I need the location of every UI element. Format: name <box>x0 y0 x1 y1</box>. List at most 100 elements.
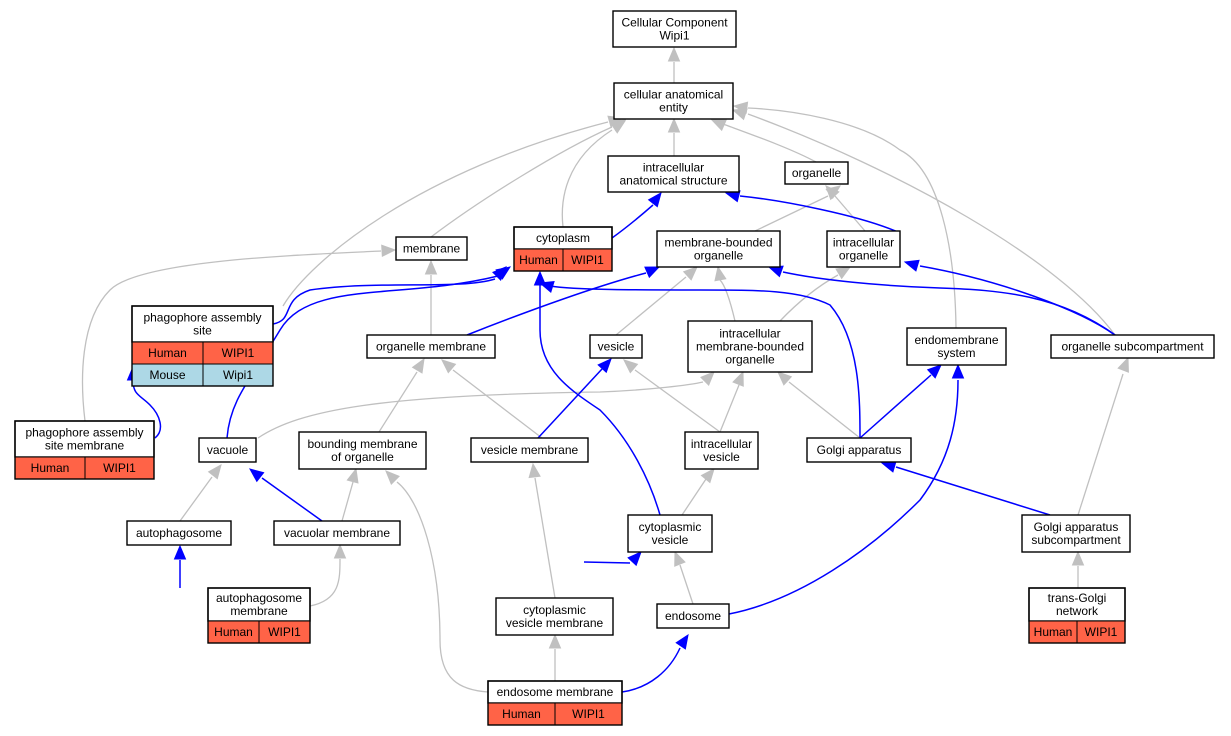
node-label: endomembrane <box>914 333 998 347</box>
arrowhead <box>385 470 400 485</box>
part-of-edge <box>538 280 861 439</box>
arrowhead <box>835 266 852 280</box>
is-a-edge <box>309 543 347 607</box>
species-label: Human <box>148 346 187 360</box>
edge-layer <box>81 46 1129 693</box>
go-term-node-vesmem[interactable]: vesicle membrane <box>470 437 589 463</box>
node-label: membrane-bounded <box>664 236 772 250</box>
node-label: endosome membrane <box>497 685 614 699</box>
is-a-edge <box>710 119 817 163</box>
is-a-edge <box>825 185 866 232</box>
arrowhead <box>597 358 612 374</box>
arrowhead <box>644 266 661 279</box>
arrowhead <box>667 117 681 133</box>
part-of-edge <box>537 358 612 439</box>
is-a-edge <box>548 633 562 681</box>
node-label: endosome <box>665 609 721 623</box>
node-label: vacuolar membrane <box>284 526 390 540</box>
is-a-edge <box>1077 356 1129 516</box>
go-term-node-endosome[interactable]: endosome <box>656 603 730 629</box>
is-a-edge <box>623 359 721 433</box>
node-label: membrane <box>403 242 461 256</box>
go-term-node-orgmem[interactable]: organelle membrane <box>366 334 496 359</box>
node-label: anatomical structure <box>619 174 727 188</box>
gene-label: Wipi1 <box>223 368 253 382</box>
species-label: Human <box>214 625 253 639</box>
arrowhead <box>700 371 715 386</box>
node-box <box>684 431 759 470</box>
go-term-node-organelle[interactable]: organelle <box>784 161 849 185</box>
arrowhead <box>528 462 541 479</box>
is-a-edge <box>754 185 842 232</box>
node-label: organelle <box>694 249 744 263</box>
node-label: organelle subcompartment <box>1061 340 1204 354</box>
species-label: Human <box>31 461 70 475</box>
node-box <box>589 334 643 359</box>
go-term-node-osub[interactable]: organelle subcompartment <box>1050 334 1215 359</box>
part-of-edge <box>226 266 512 439</box>
node-label: organelle <box>839 249 889 263</box>
node-box <box>806 437 912 463</box>
go-term-node-vacuole[interactable]: vacuole <box>198 437 257 463</box>
is-a-edge <box>714 265 736 322</box>
arrowhead <box>714 265 727 282</box>
is-a-edge <box>719 370 744 433</box>
part-of-edge <box>248 468 323 522</box>
node-outline <box>1028 587 1126 644</box>
species-label: Human <box>502 707 541 721</box>
node-label: vesicle <box>703 450 740 464</box>
node-label: organelle membrane <box>376 340 486 354</box>
species-label: Human <box>519 253 558 267</box>
node-label: organelle <box>725 353 775 367</box>
node-label: intracellular <box>691 437 752 451</box>
node-box <box>612 10 737 48</box>
node-label: phagophore assembly <box>143 311 261 325</box>
is-a-edge <box>732 101 957 329</box>
node-box <box>906 327 1007 366</box>
node-box <box>470 437 589 463</box>
node-label: Wipi1 <box>659 29 689 43</box>
node-box <box>495 597 614 636</box>
arrowhead <box>732 370 744 387</box>
node-label: trans-Golgi <box>1048 591 1107 605</box>
arrowhead <box>248 468 265 483</box>
gene-label: WIPI1 <box>222 346 255 360</box>
node-label: cellular anatomical <box>624 88 723 102</box>
node-label: vesicle membrane <box>506 616 604 630</box>
part-of-edge <box>611 191 662 239</box>
go-term-node-vacmem[interactable]: vacuolar membrane <box>273 520 401 546</box>
node-box <box>1050 334 1215 359</box>
arrowhead <box>1071 550 1085 566</box>
arrowhead <box>333 543 347 559</box>
is-a-edge <box>667 46 681 83</box>
node-label: subcompartment <box>1031 533 1121 547</box>
node-outline <box>513 226 613 272</box>
go-term-node-membrane[interactable]: membrane <box>395 236 468 261</box>
go-term-node-vesicle[interactable]: vesicle <box>589 334 643 359</box>
node-label: bounding membrane <box>307 437 417 451</box>
go-term-node-golgi[interactable]: Golgi apparatus <box>806 437 912 463</box>
part-of-edge <box>859 364 942 439</box>
part-of-edge <box>724 190 901 234</box>
go-term-node-autophagosome[interactable]: autophagosome <box>126 520 232 546</box>
